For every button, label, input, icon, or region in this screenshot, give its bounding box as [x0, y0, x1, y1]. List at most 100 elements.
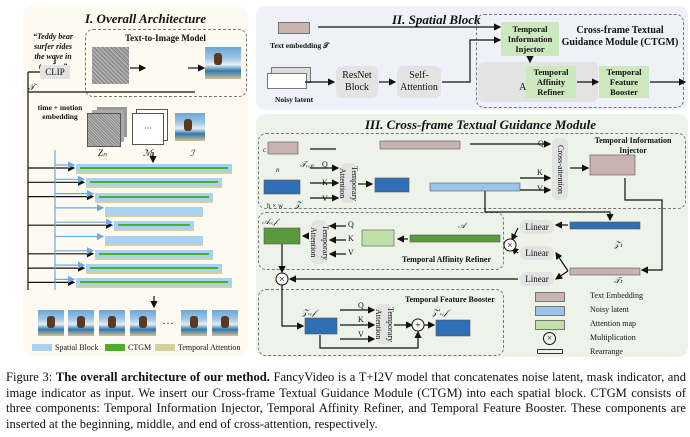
- z-tensor: [263, 179, 301, 195]
- ctgm-bar: [118, 224, 190, 227]
- zn-stack: [87, 113, 121, 147]
- cross-attention-3: Cross-attention: [552, 138, 568, 200]
- q-label-3: Q: [348, 220, 354, 229]
- k-label-2: K: [537, 168, 543, 177]
- temporal-attention-bar: [105, 243, 203, 246]
- i-label: ℐ: [190, 148, 195, 158]
- connector-line: [624, 178, 663, 274]
- tii-box: Temporal Information Injector: [501, 22, 559, 56]
- temporal-attention-bar: [86, 186, 222, 189]
- zref-prime-label: 𝒵′ᵣₑ𝒻: [432, 308, 448, 317]
- t2i-title: Text-to-Image Model: [125, 33, 206, 43]
- legend-swatch: [105, 344, 125, 351]
- ctgm-bar: [80, 281, 228, 284]
- t2i-model-frame: [85, 29, 247, 97]
- operator-symbol: ×: [507, 241, 513, 252]
- add-icon: [411, 318, 425, 332]
- k-label-4: K: [358, 315, 364, 324]
- a-tensor: [409, 234, 501, 243]
- a-label: 𝒜: [458, 221, 466, 230]
- ctgm-bar: [90, 267, 218, 270]
- output-frame: [130, 310, 156, 336]
- tar-title: Temporal Affinity Refiner: [402, 255, 492, 264]
- a-rearranged-tensor: [361, 229, 395, 247]
- zt-tensor: [569, 221, 641, 230]
- tar-box: Temporal Affinity Refiner: [526, 66, 576, 98]
- ctgm-bar: [99, 252, 209, 255]
- output-frame: [38, 310, 64, 336]
- z-label: 𝒵: [295, 200, 302, 209]
- tt-label: 𝒯ₜ: [614, 276, 623, 285]
- q-label: Q: [322, 160, 328, 169]
- connector-line: [442, 36, 502, 83]
- caption-text: FancyVideo is a T+I2V model that concate…: [6, 370, 686, 431]
- connector-line: [281, 284, 305, 330]
- legend-swatch: [155, 344, 175, 351]
- frames-ellipsis: ···: [162, 316, 174, 330]
- tar-frame: [258, 212, 504, 270]
- resnet-block: ResNet Block: [336, 66, 378, 98]
- operator-symbol: ×: [279, 275, 285, 286]
- connector-line: [484, 191, 614, 222]
- v-label-4: V: [358, 330, 364, 339]
- zref-label: 𝒵ᵣₑ𝒻: [302, 308, 316, 317]
- connector-line: [555, 252, 569, 272]
- caption-bold: The overall architecture of our method.: [55, 370, 270, 384]
- legend-symbol-noisy: [535, 306, 565, 316]
- v-label-3: V: [348, 248, 354, 257]
- ctgm-bar: [80, 167, 228, 169]
- k-label-3: K: [348, 234, 354, 243]
- legend-label: CTGM: [128, 343, 152, 352]
- legend-label: Spatial Block: [55, 343, 99, 352]
- ctgm-bar: [90, 181, 218, 184]
- clip-box: CLIP: [40, 65, 70, 79]
- zref-tensor: [304, 317, 338, 335]
- linear-3: Linear: [520, 272, 554, 286]
- trep-label: 𝒯ᵣₑₚ: [300, 160, 314, 169]
- noise-image: [92, 47, 129, 84]
- legend-label: Rearrange: [590, 347, 623, 356]
- output-frame: [99, 310, 125, 336]
- time-motion-label: time + motion embedding: [37, 103, 83, 121]
- operator-symbol: +: [415, 321, 421, 332]
- zt-label: 𝒵ₜ: [614, 240, 623, 249]
- generated-image: [205, 47, 241, 79]
- n-label: n: [276, 166, 280, 174]
- mask-stack: ···: [132, 113, 164, 145]
- output-frame: [68, 310, 94, 336]
- z-attended-tensor: [374, 177, 410, 193]
- temporal-attention-bar: [105, 214, 203, 217]
- temporal-attention-bar: [95, 200, 213, 203]
- legend-symbol-text: [535, 292, 565, 302]
- tii-frame: [258, 133, 686, 209]
- a-ref-label: 𝒜ᵣₑ𝒻: [262, 217, 278, 226]
- ctgm-bar: [99, 195, 209, 198]
- panel3-title: III. Cross-frame Textual Guidance Module: [365, 117, 597, 132]
- ctgm-title: Cross-frame Textual Guidance Module (CTG…: [561, 25, 679, 48]
- spatial-block-bar: [105, 235, 203, 244]
- tfb-frame: [258, 289, 504, 356]
- temporal-attention-2: Temporary Attention: [309, 220, 330, 264]
- legend-swatch: [32, 344, 52, 351]
- c-label: c: [263, 146, 267, 154]
- caption-prefix: Figure 3:: [6, 370, 56, 384]
- multiply-icon: [503, 238, 517, 252]
- ctgm-frame: [476, 14, 684, 108]
- v-label-2: V: [537, 184, 543, 193]
- temporal-attention-bar: [76, 286, 232, 289]
- temporal-attention-bar: [76, 172, 232, 174]
- noisy-latent-tensor: [267, 73, 307, 89]
- legend-label: Attention map: [590, 319, 636, 328]
- connector-line: [319, 330, 422, 349]
- t-symbol: 𝒯: [28, 82, 35, 92]
- figure-caption: Figure 3: The overall architecture of ou…: [6, 370, 686, 432]
- tfb-title: Temporal Feature Booster: [405, 295, 495, 304]
- temporal-attention-1: Temporary Attention: [338, 163, 359, 203]
- trep-tensor: [267, 141, 299, 155]
- connector-line: [511, 227, 519, 242]
- temporal-attention-bar: [86, 272, 222, 275]
- tfb-box: Temporal Feature Booster: [599, 66, 649, 98]
- q-label-4: Q: [358, 301, 364, 310]
- hw-label: h × w: [267, 202, 284, 210]
